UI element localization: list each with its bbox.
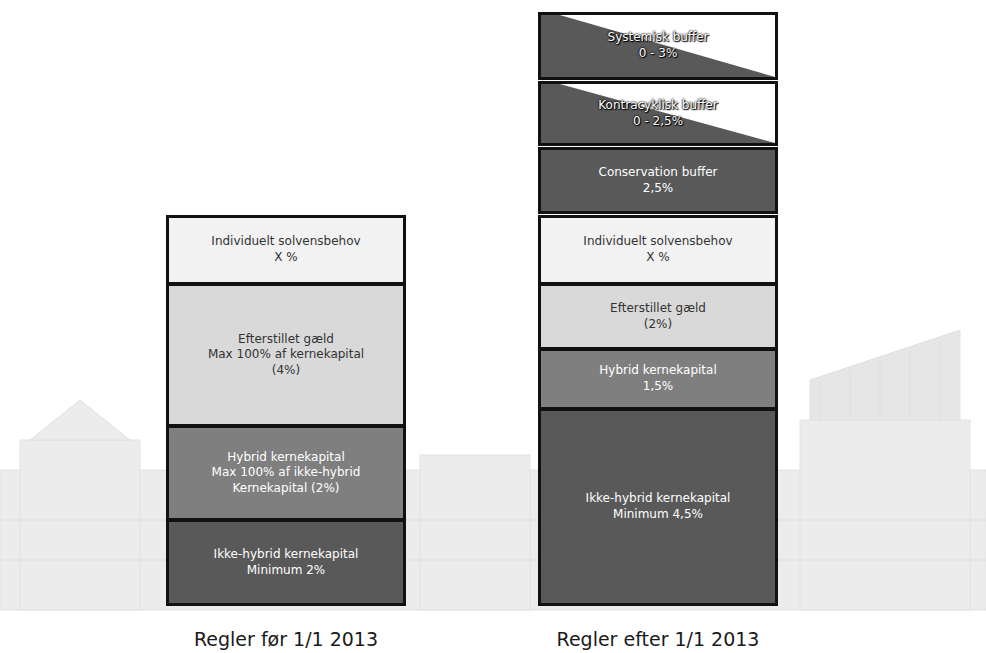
solvency-box: Individuelt solvensbehovX % [166,215,406,285]
subordinated-debt-box: Efterstillet gæld(2%) [538,283,778,350]
core-capital-box: Ikke-hybrid kernekapitalMinimum 2% [166,519,406,606]
box-value: Max 100% af kernekapital [208,347,364,363]
box-heading: Individuelt solvensbehov [211,234,360,250]
box-heading: Hybrid kernekapital [599,363,717,379]
box-value: 0 - 3% [639,46,678,62]
conservation-buffer-box: Conservation buffer2,5% [538,147,778,214]
column-caption: Regler efter 1/1 2013 [557,628,760,650]
box-heading: Ikke-hybrid kernekapital [586,491,731,507]
hybrid-capital-box: Hybrid kernekapital1,5% [538,348,778,410]
core-capital-box: Ikke-hybrid kernekapitalMinimum 4,5% [538,408,778,606]
box-value: 1,5% [643,379,674,395]
box-heading: Kontracyklisk buffer [598,98,717,114]
box-heading: Efterstillet gæld [238,332,334,348]
hybrid-capital-box: Hybrid kernekapitalMax 100% af ikke-hybr… [166,425,406,521]
subordinated-debt-box: Efterstillet gældMax 100% af kernekapita… [166,283,406,427]
box-value: 0 - 2,5% [633,114,683,130]
column-caption: Regler før 1/1 2013 [194,628,378,650]
box-value: Minimum 2% [247,563,325,579]
systemic-buffer-box: Systemisk buffer0 - 3% [538,12,778,80]
box-value: Minimum 4,5% [613,507,703,523]
box-value: 2,5% [643,181,674,197]
box-value: Max 100% af ikke-hybrid Kernekapital (2%… [189,465,383,496]
box-heading: Individuelt solvensbehov [583,234,732,250]
box-value: X % [274,250,297,266]
solvency-box: Individuelt solvensbehovX % [538,215,778,285]
box-heading: Ikke-hybrid kernekapital [214,547,359,563]
box-value: (4%) [272,363,300,379]
box-heading: Efterstillet gæld [610,301,706,317]
box-heading: Hybrid kernekapital [227,450,345,466]
box-value: (2%) [644,317,672,333]
box-heading: Conservation buffer [599,165,718,181]
box-heading: Systemisk buffer [608,30,709,46]
countercyclical-buffer-box: Kontracyklisk buffer0 - 2,5% [538,81,778,146]
box-value: X % [646,250,669,266]
